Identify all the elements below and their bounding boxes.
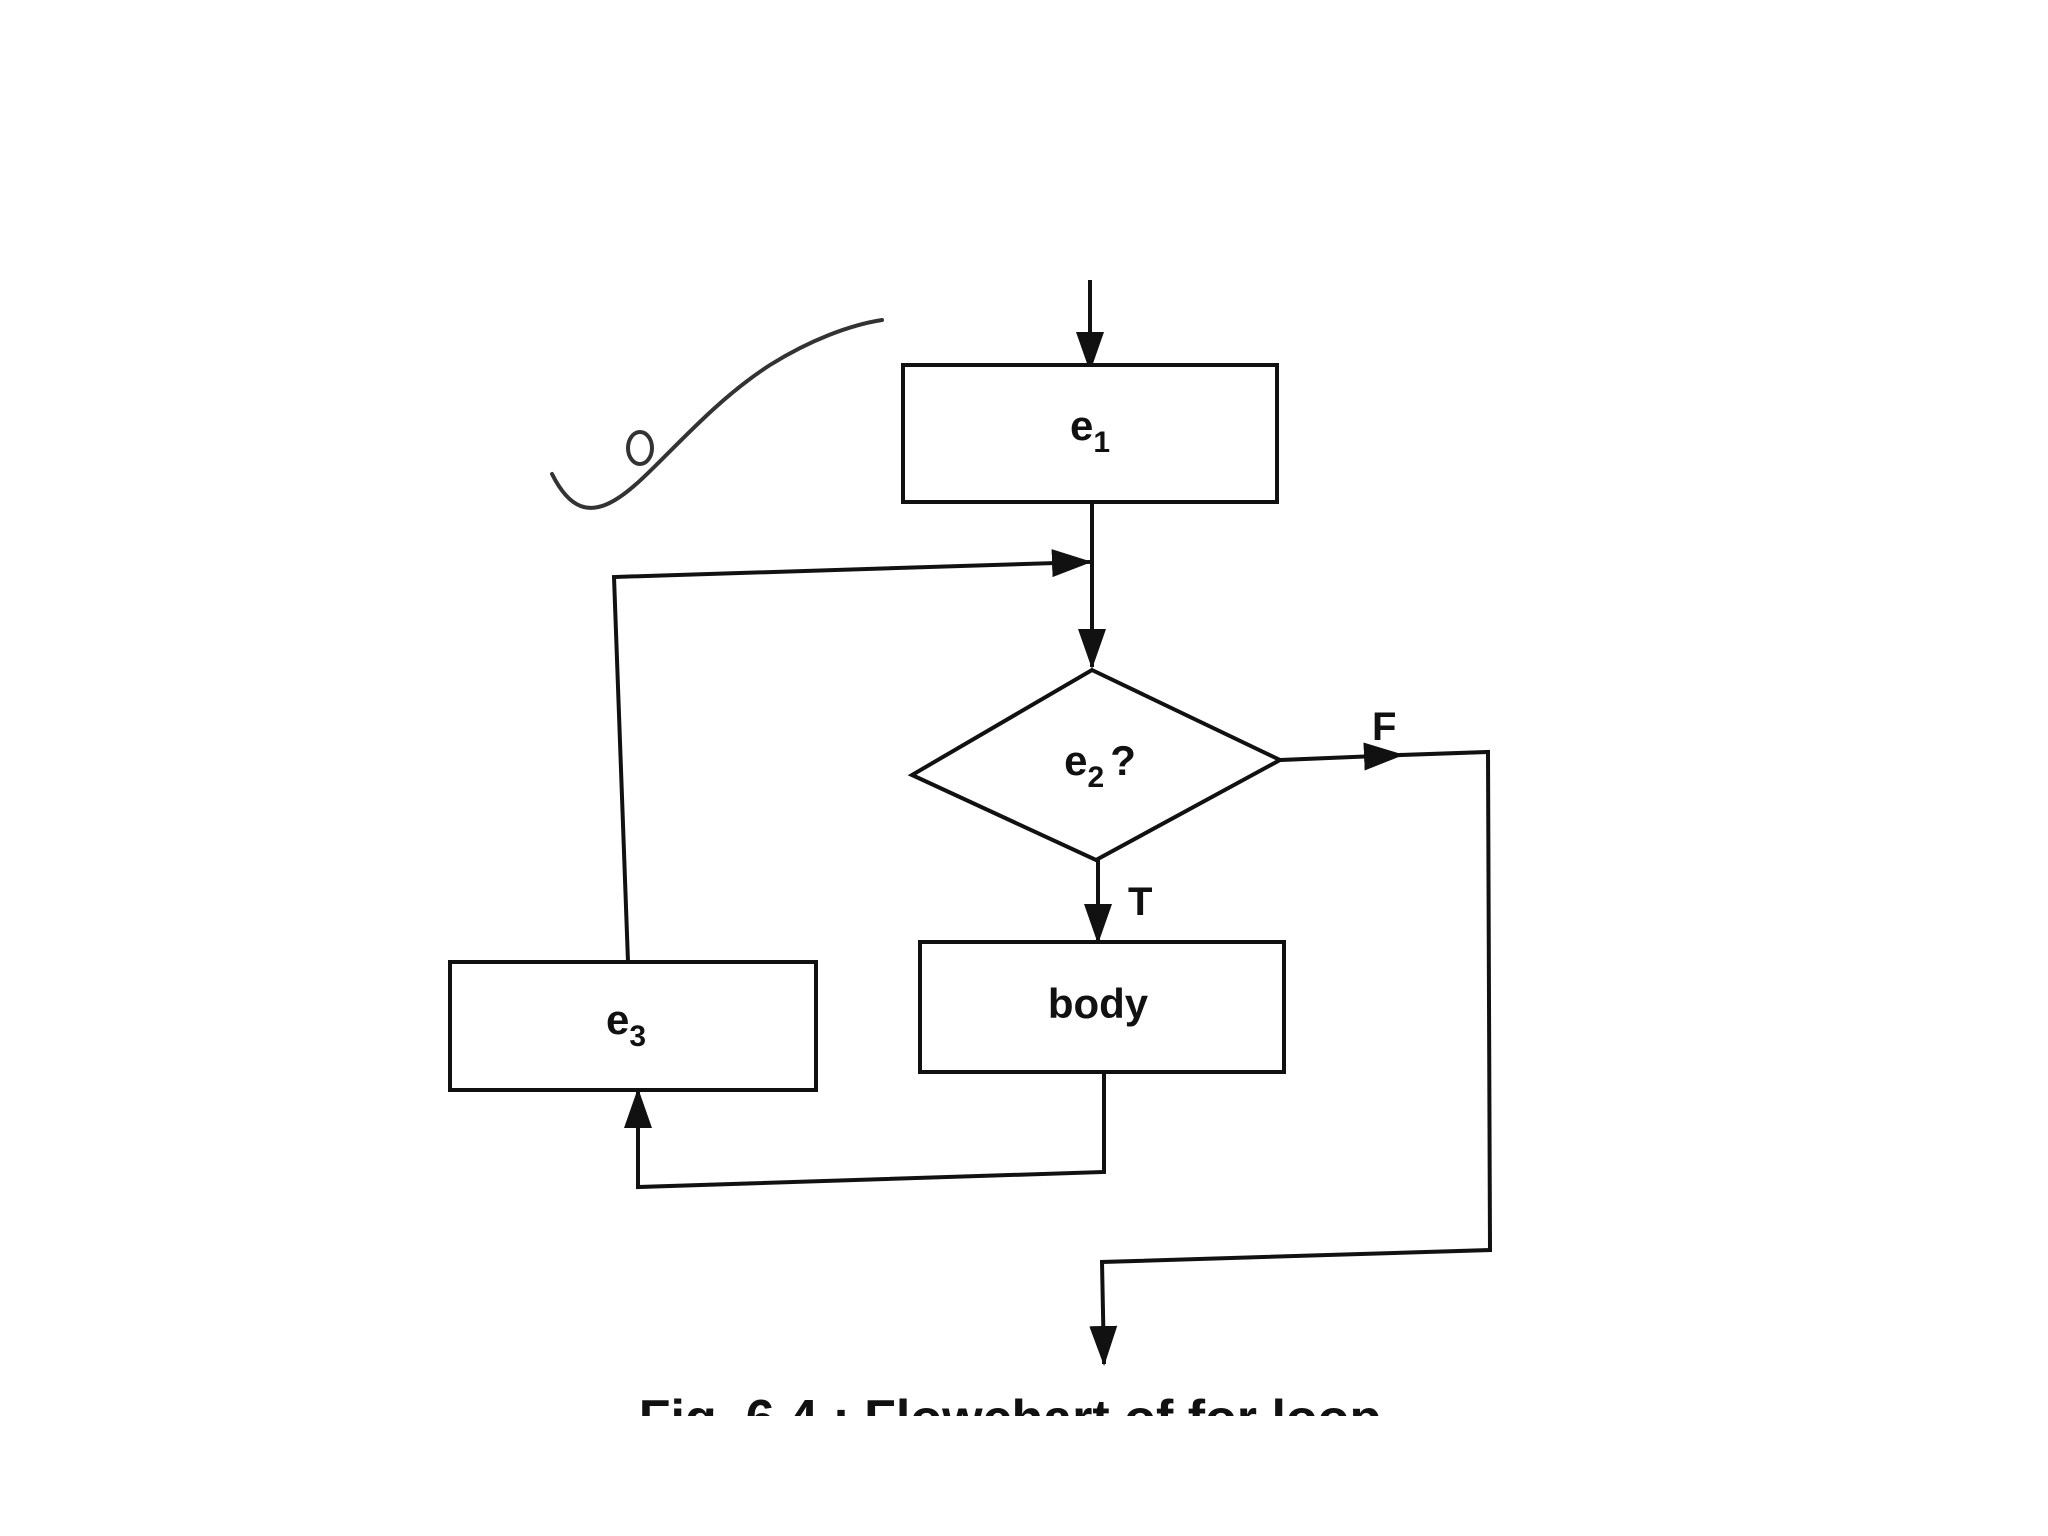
e2-label: e2?: [1064, 737, 1136, 794]
handwritten-check-mark: [550, 318, 884, 510]
body-label: body: [1048, 980, 1149, 1027]
e1-node: e1: [901, 363, 1279, 504]
e3-node: e3: [448, 960, 818, 1092]
body-to-e3-line: [624, 1070, 1106, 1190]
true-label: T: [1128, 880, 1152, 924]
false-branch-arrow: [1277, 742, 1404, 771]
false-branch-line: [1089, 749, 1493, 1366]
body-box: [918, 940, 1286, 1074]
e2-decision-node: e2?: [907, 667, 1285, 863]
e1-label: e1: [1070, 402, 1110, 459]
loop-back-line: [611, 549, 1092, 965]
figure-caption: Fig. 6.4 : Flowchart of for loop: [639, 1390, 1381, 1448]
false-label: F: [1372, 705, 1396, 749]
e3-box: [448, 960, 818, 1092]
body-node: body: [918, 940, 1286, 1074]
e3-label: e3: [606, 996, 646, 1053]
